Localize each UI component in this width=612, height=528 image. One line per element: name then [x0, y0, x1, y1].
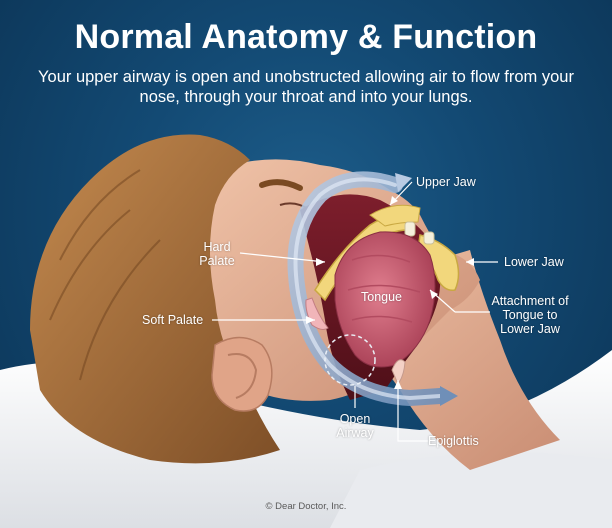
airflow-arrow-start: [395, 173, 412, 192]
label-tongue: Tongue: [361, 290, 403, 304]
label-upper-jaw: Upper Jaw: [416, 175, 476, 189]
page-title: Normal Anatomy & Function: [74, 18, 538, 56]
label-open-airway: Open Airway: [336, 412, 374, 440]
pointer-epiglottis: [397, 380, 428, 442]
page-subtitle: Your upper airway is open and unobstruct…: [38, 68, 574, 106]
label-epiglottis: Epiglottis: [428, 434, 479, 448]
upper-jaw-bone: [369, 204, 421, 227]
open-airway-circle: [324, 334, 376, 386]
label-hard-palate: Hard Palate: [199, 240, 235, 268]
label-lower-jaw: Lower Jaw: [504, 255, 564, 269]
copyright-notice: © Dear Doctor, Inc.: [265, 501, 347, 512]
label-soft-palate: Soft Palate: [142, 313, 204, 327]
label-attachment: Attachment of Tongue to Lower Jaw: [491, 294, 569, 336]
epiglottis-shape: [391, 359, 406, 385]
tongue-shape: [334, 231, 436, 368]
pointer-hard-palate: [239, 252, 326, 263]
ear: [211, 336, 273, 412]
airflow-arrow-end: [440, 386, 458, 406]
